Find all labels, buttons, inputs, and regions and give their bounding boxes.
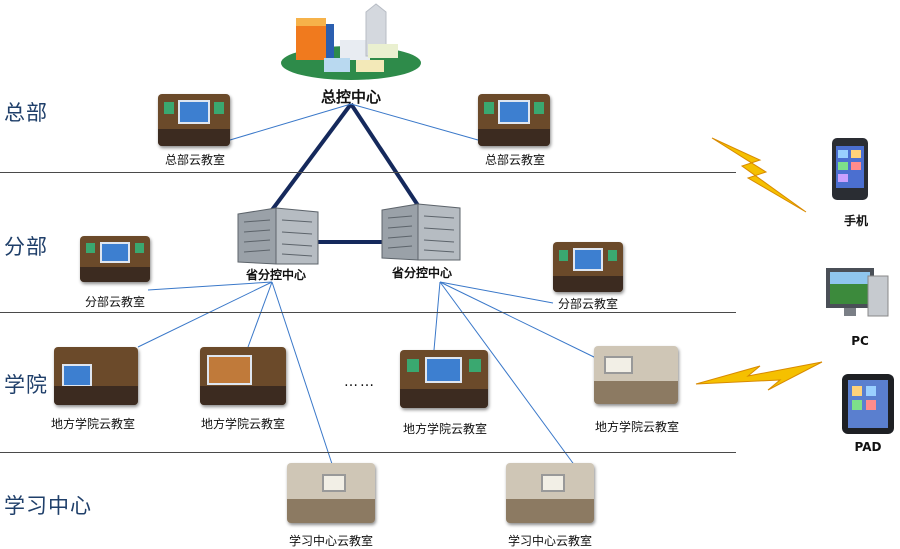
- phone-label: 手机: [843, 214, 868, 228]
- ellipsis: ……: [344, 374, 376, 390]
- branch-classroom-right-photo: [553, 242, 623, 292]
- control-center-icon: [281, 3, 421, 80]
- lightning-bottom-icon: [695, 361, 823, 391]
- college-classroom-2-label: 地方学院云教室: [200, 417, 285, 431]
- backbone-left: [270, 102, 353, 212]
- link-college-3: [433, 281, 441, 351]
- divider-1: [0, 172, 736, 173]
- pc-icon: [826, 268, 889, 317]
- college-classroom-1-photo: [54, 347, 138, 405]
- tier-label-center: 学习中心: [4, 494, 92, 518]
- link-college-1: [137, 281, 273, 348]
- college-classroom-4-label: 地方学院云教室: [594, 420, 679, 434]
- backbone-right: [349, 102, 423, 212]
- center-classroom-1-label: 学习中心云教室: [288, 534, 373, 548]
- center-classroom-2-photo: [506, 463, 594, 523]
- pad-icon: [842, 374, 894, 434]
- college-classroom-1-label: 地方学院云教室: [50, 417, 135, 431]
- tier-label-hq: 总部: [4, 101, 48, 125]
- center-classroom-1-photo: [287, 463, 375, 523]
- link-college-4: [439, 281, 597, 359]
- server-left-icon: [237, 207, 319, 265]
- link-hq-right: [350, 103, 479, 141]
- server-right-icon: [381, 203, 461, 261]
- college-classroom-4-photo: [594, 346, 678, 404]
- branch-classroom-left-label: 分部云教室: [84, 295, 145, 309]
- hq-classroom-left-label: 总部云教室: [164, 153, 225, 167]
- link-branch-right: [439, 281, 554, 304]
- divider-3: [0, 452, 736, 453]
- branch-classroom-right-label: 分部云教室: [557, 297, 618, 311]
- pc-label: PC: [851, 334, 869, 348]
- hq-classroom-right-label: 总部云教室: [484, 153, 545, 167]
- tier-label-branch: 分部: [4, 235, 48, 259]
- tier-label-college: 学院: [4, 373, 48, 397]
- pad-label: PAD: [854, 440, 882, 454]
- center-classroom-2-label: 学习中心云教室: [507, 534, 592, 548]
- link-branch-left: [147, 281, 273, 291]
- link-center-1: [271, 281, 335, 471]
- control-center-label: 总控中心: [320, 88, 381, 106]
- branch-classroom-left-photo: [80, 236, 150, 282]
- college-classroom-3-photo: [400, 350, 488, 408]
- link-center-2: [439, 281, 579, 471]
- province-center-left-label: 省分控中心: [245, 268, 306, 282]
- divider-2: [0, 312, 736, 313]
- link-hq-left: [229, 103, 352, 141]
- province-center-right-label: 省分控中心: [391, 266, 452, 280]
- phone-icon: [832, 138, 868, 200]
- college-classroom-3-label: 地方学院云教室: [402, 422, 487, 436]
- college-classroom-2-photo: [200, 347, 286, 405]
- hq-classroom-right-photo: [478, 94, 550, 146]
- lightning-top-icon: [711, 137, 807, 213]
- link-college-2: [247, 281, 273, 348]
- hq-classroom-left-photo: [158, 94, 230, 146]
